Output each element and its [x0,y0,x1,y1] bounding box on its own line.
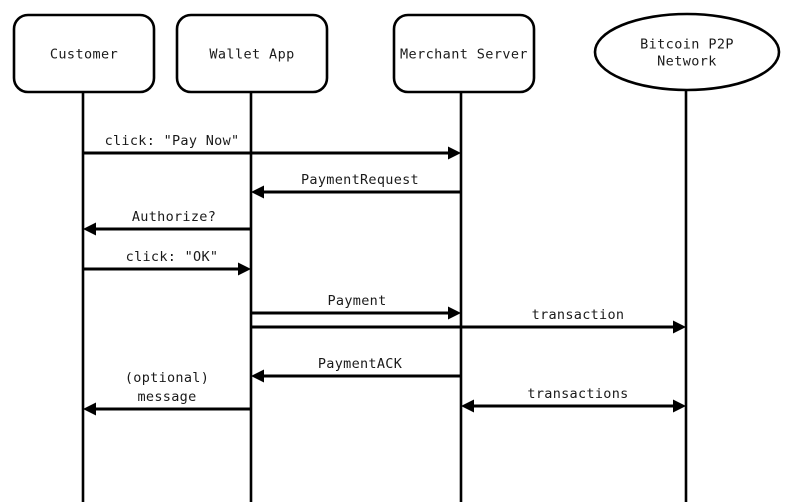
message-msg-transaction[interactable]: transaction [251,307,686,334]
participant-customer[interactable]: Customer [12,13,156,94]
participant-label-wallet-app: Wallet App [209,47,294,63]
message-arrowhead-msg-authorize [83,222,96,236]
participant-label-bitcoin-p2p-network: Bitcoin P2P [640,37,734,53]
message-arrowhead-msg-payment-request [251,185,264,199]
participant-shape-merchant-server [392,13,536,94]
participant-shape-customer [12,13,156,94]
message-arrowhead-msg-payment [448,306,461,320]
message-arrowhead-msg-transaction [673,320,686,334]
message-arrowhead-msg-click-pay-now [448,146,461,160]
message-msg-optional-message[interactable]: (optional) message [83,370,251,416]
participant-shape-wallet-app [175,13,329,94]
message-msg-authorize[interactable]: Authorize? [83,209,251,236]
message-label-msg-click-pay-now: click: "Pay Now" [105,133,240,149]
message-label-msg-authorize: Authorize? [132,209,216,225]
participant-wallet-app[interactable]: Wallet App [175,13,329,94]
message-msg-click-pay-now[interactable]: click: "Pay Now" [83,133,461,160]
message-label-msg-payment: Payment [328,293,387,309]
message-arrowhead-msg-transactions [673,399,686,413]
message-arrowhead-msg-payment-ack [251,369,264,383]
participant-shape-bitcoin-p2p-network [593,12,781,92]
message-label-msg-payment-ack: PaymentACK [318,356,403,372]
message-msg-click-ok[interactable]: click: "OK" [83,249,251,276]
message-msg-payment[interactable]: Payment [251,293,461,320]
message-label-msg-optional-message: message [138,389,197,405]
lifelines-layer [81,90,688,502]
message-msg-payment-request[interactable]: PaymentRequest [251,172,461,199]
message-label-msg-optional-message: (optional) [125,370,209,386]
participants-layer: Customer Wallet App Merchant Server Bitcoin… [12,12,781,94]
message-label-msg-payment-request: PaymentRequest [301,172,419,188]
participant-label-customer: Customer [50,47,118,63]
participant-label-merchant-server: Merchant Server [400,47,528,63]
messages-layer: click: "Pay Now" PaymentRequestAuthorize?… [83,133,686,416]
message-label-msg-click-ok: click: "OK" [126,249,219,265]
message-arrowhead-msg-optional-message [83,402,96,416]
message-label-msg-transactions: transactions [527,386,628,402]
message-msg-transactions[interactable]: transactions [461,386,686,413]
message-arrowhead-source-msg-transactions [461,399,474,413]
message-arrowhead-msg-click-ok [238,262,251,276]
message-label-msg-transaction: transaction [532,307,625,323]
message-msg-payment-ack[interactable]: PaymentACK [251,356,461,383]
participant-merchant-server[interactable]: Merchant Server [392,13,536,94]
participant-label-bitcoin-p2p-network: Network [657,54,717,70]
